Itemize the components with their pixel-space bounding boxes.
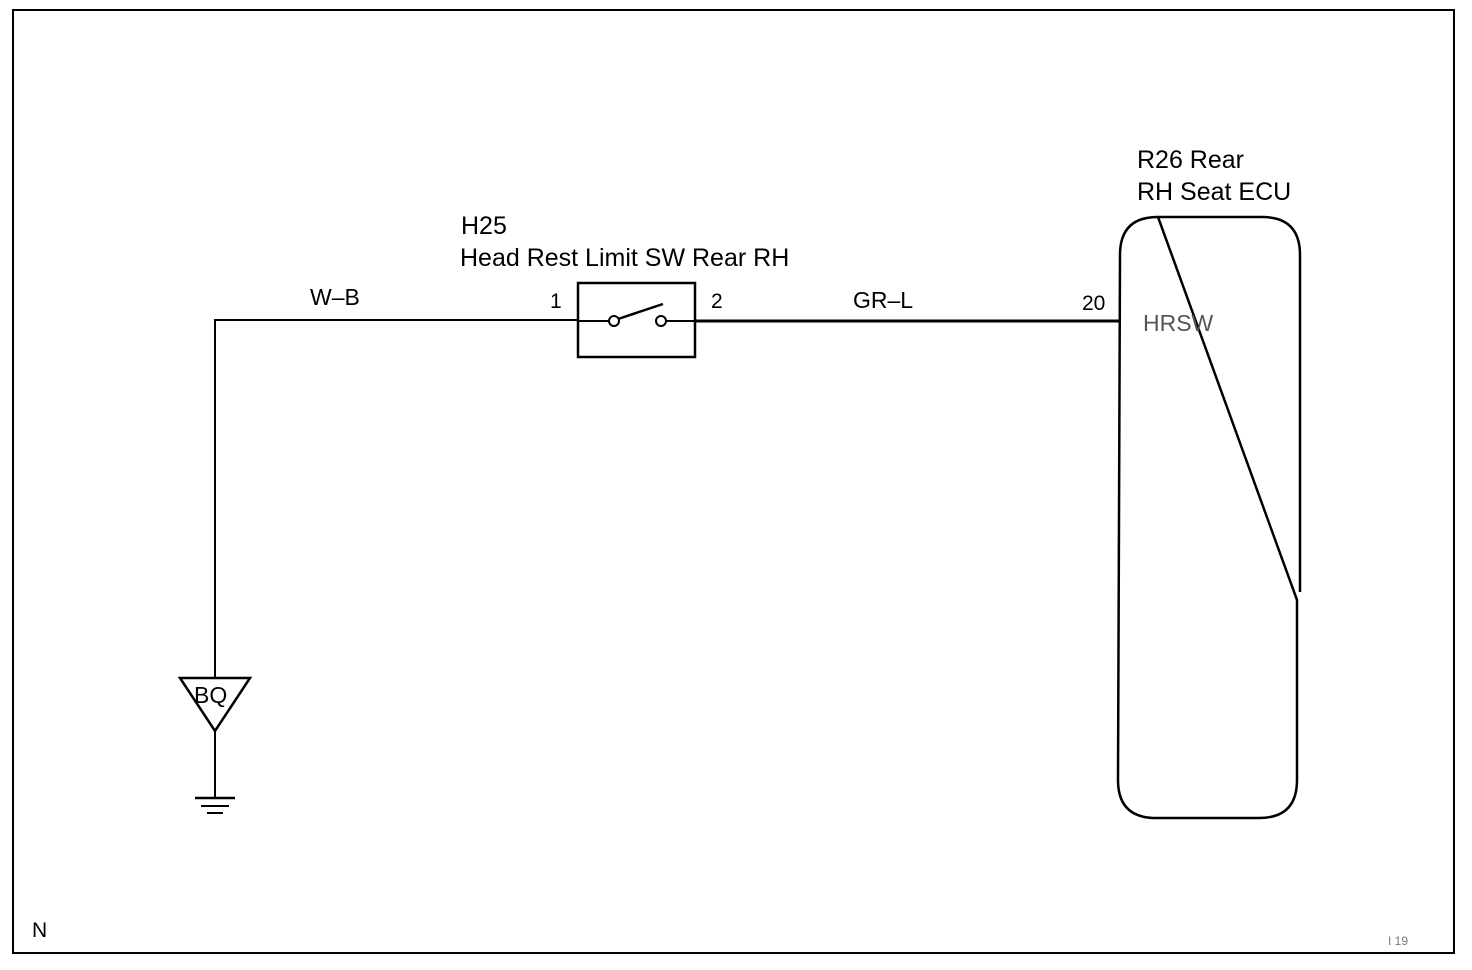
wire-w-b <box>214 319 578 680</box>
ecu-code-line: R26 Rear <box>1137 146 1244 174</box>
ecu-terminal-hrsw: HRSW <box>1143 310 1214 336</box>
switch-code: H25 <box>461 212 507 240</box>
diagram-frame <box>12 9 1455 954</box>
switch-contact-left <box>608 315 620 327</box>
ecu-pin-20: 20 <box>1082 292 1105 315</box>
ecu-box <box>1116 215 1302 820</box>
ground-point-triangle <box>177 676 253 734</box>
switch-pin-2: 2 <box>711 290 723 313</box>
switch-blade <box>617 302 664 321</box>
ecu-name-line: RH Seat ECU <box>1137 178 1291 206</box>
corner-letter: N <box>32 919 47 942</box>
switch-pin-1: 1 <box>550 290 562 313</box>
ground-point-code: BQ <box>194 682 227 708</box>
switch-name: Head Rest Limit SW Rear RH <box>460 244 789 272</box>
switch-contact-right <box>655 315 667 327</box>
wire-label-w-b: W–B <box>310 284 360 310</box>
wire-label-gr-l: GR–L <box>853 287 913 313</box>
figure-id: I 19 <box>1388 934 1408 948</box>
